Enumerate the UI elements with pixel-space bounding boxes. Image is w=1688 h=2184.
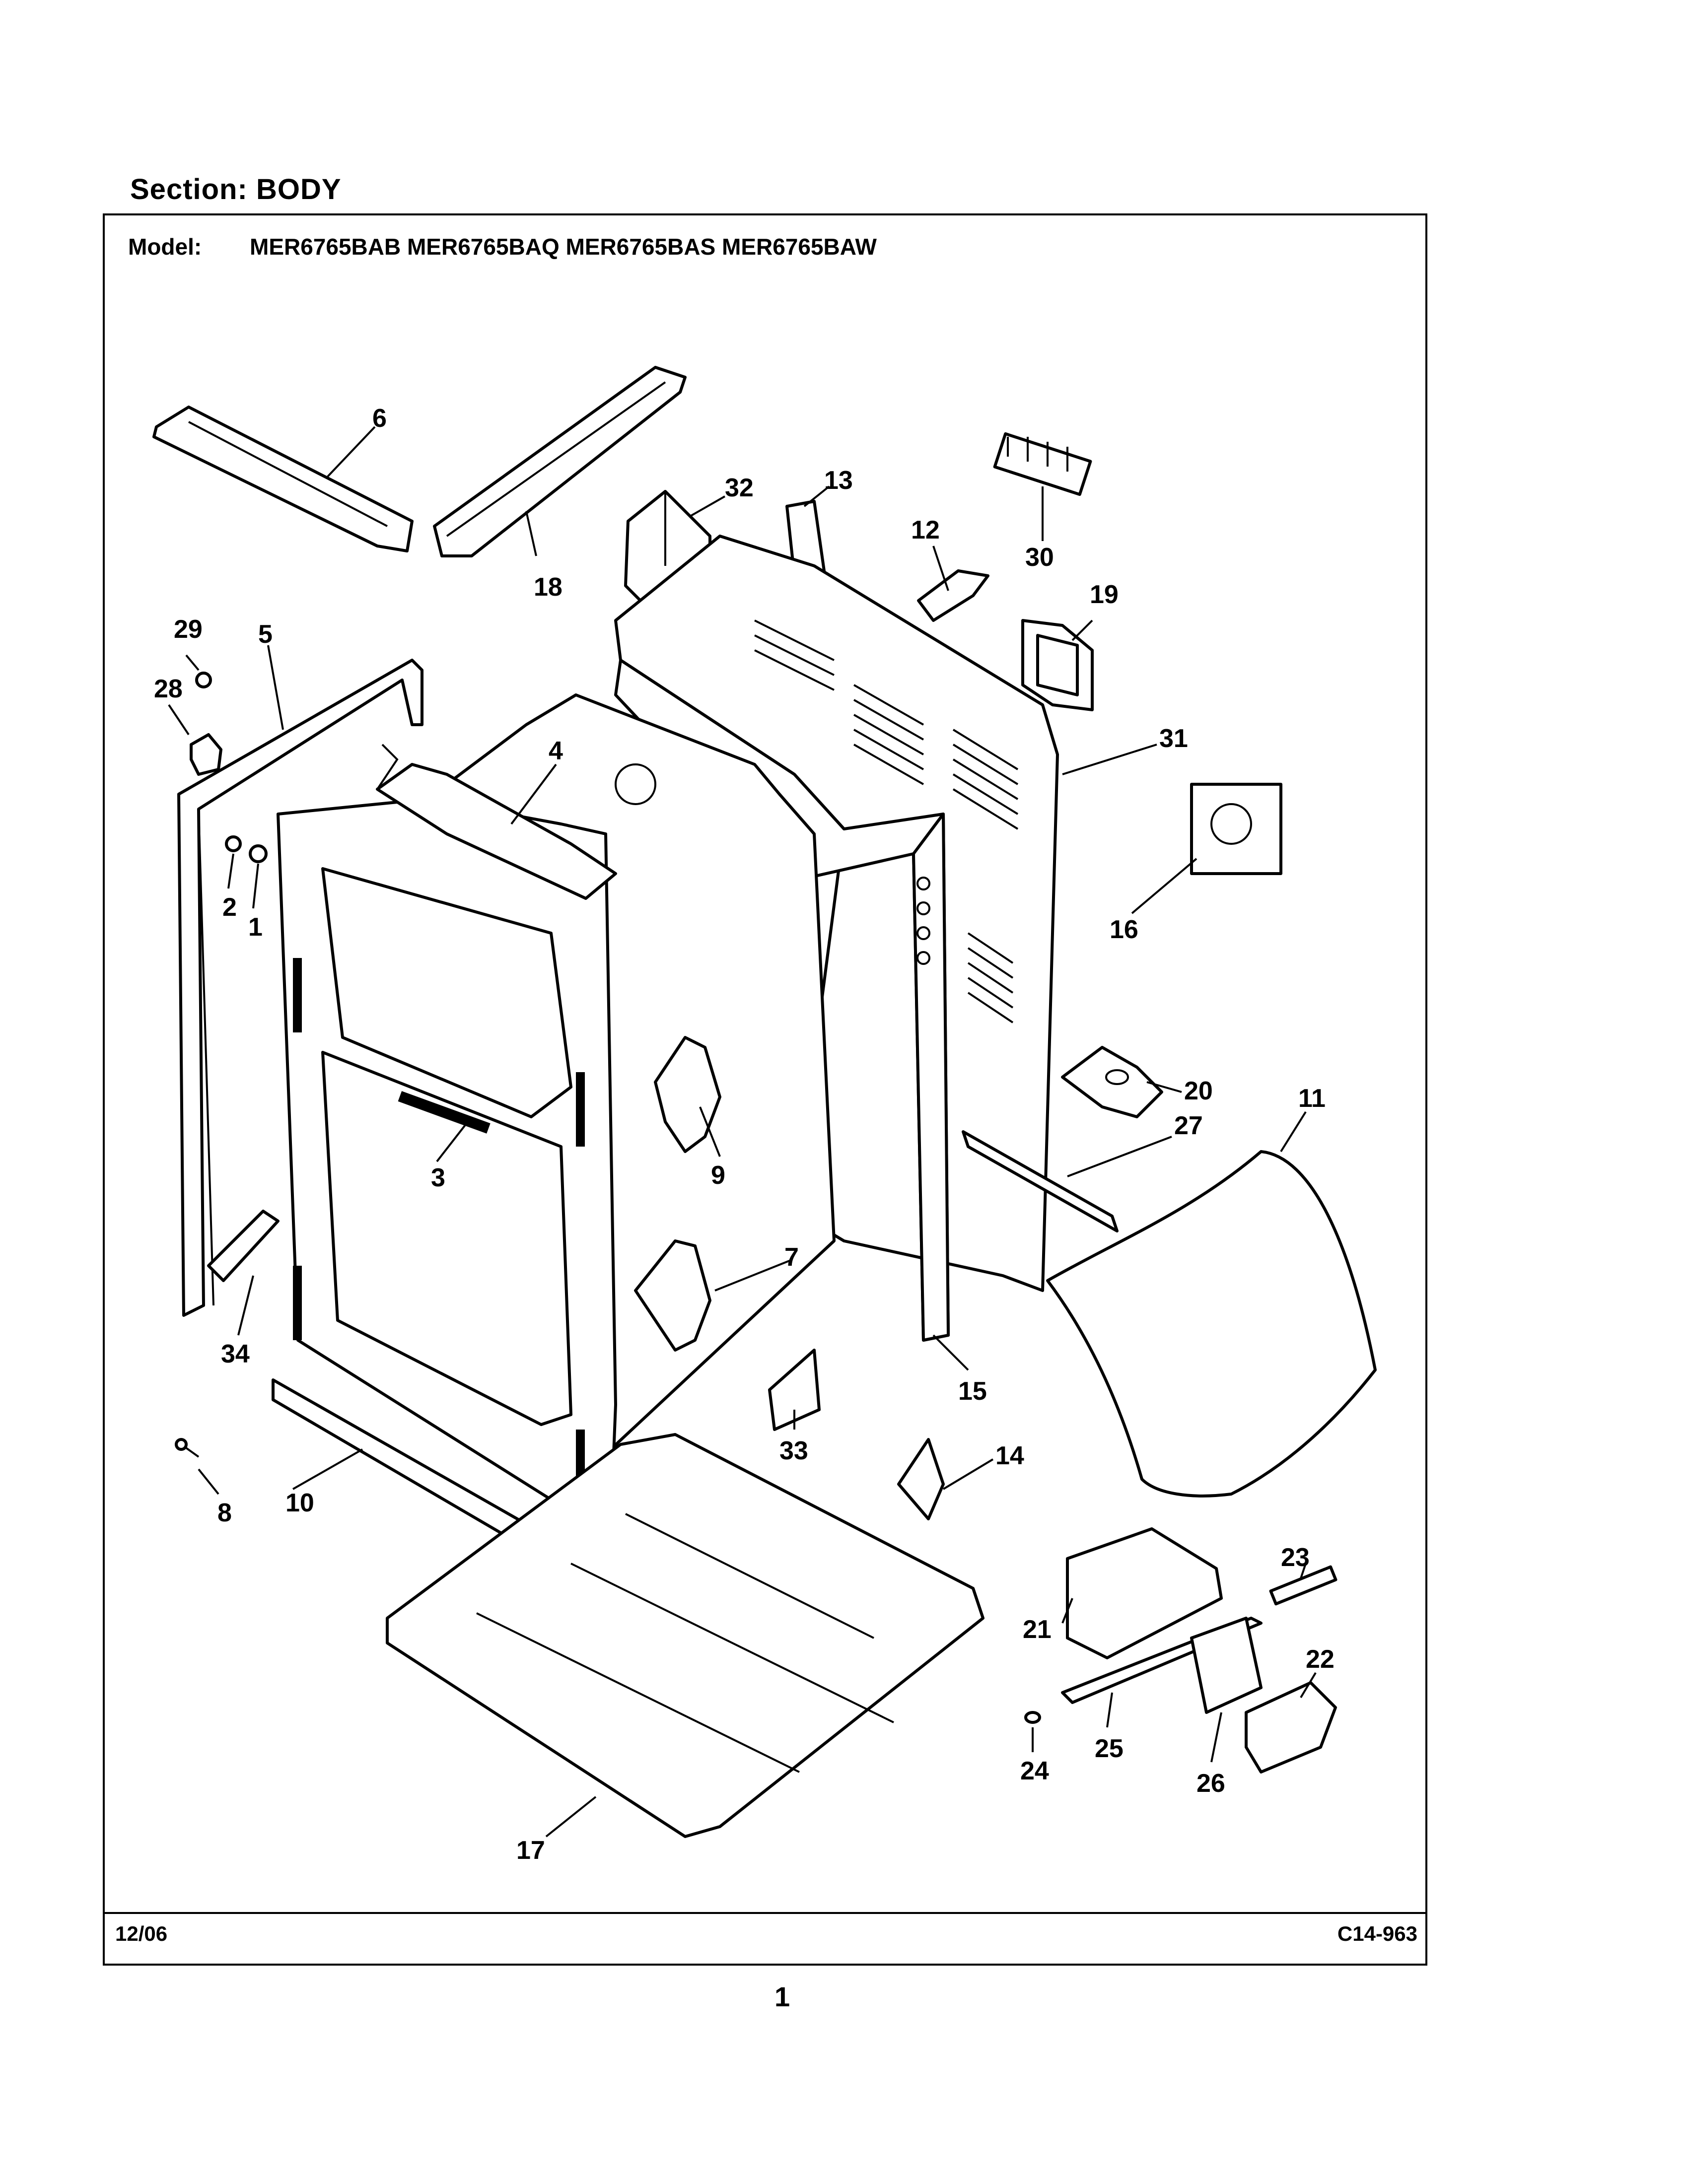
footer-date: 12/06 [115, 1922, 168, 1945]
part-18-top-channel [433, 366, 687, 557]
model-label: Model: [128, 234, 202, 260]
callout-29: 29 [174, 615, 203, 644]
callout-labels: 6 18 32 13 12 30 19 31 16 20 27 11 4 5 2… [154, 404, 1335, 1865]
callout-15: 15 [958, 1377, 987, 1406]
callout-27: 27 [1174, 1111, 1203, 1140]
callout-7: 7 [784, 1243, 799, 1272]
callout-5: 5 [258, 620, 273, 649]
part-11-insulation [1046, 1150, 1377, 1498]
model-numbers: MER6765BAB MER6765BAQ MER6765BAS MER6765… [250, 234, 877, 260]
callout-4: 4 [549, 737, 563, 765]
part-9-hinge [654, 1036, 721, 1153]
callout-23: 23 [1281, 1543, 1310, 1572]
part-7-hinge [634, 1239, 711, 1352]
callout-11: 11 [1298, 1084, 1326, 1113]
callout-2: 2 [222, 893, 237, 922]
callout-34: 34 [221, 1340, 250, 1368]
callout-19: 19 [1090, 580, 1119, 609]
model-line: Model: MER6765BAB MER6765BAQ MER6765BAS M… [128, 233, 877, 260]
callout-16: 16 [1110, 915, 1138, 944]
part-14-bracket [897, 1438, 945, 1520]
callout-12: 12 [911, 516, 940, 545]
callout-33: 33 [779, 1436, 808, 1465]
callout-6: 6 [372, 404, 387, 433]
section-title: Section: BODY [130, 173, 342, 206]
callout-24: 24 [1020, 1757, 1049, 1785]
diagram-frame [103, 213, 1427, 1966]
part-27-strip [962, 1130, 1119, 1232]
part-24-clip [1024, 1711, 1041, 1724]
part-21-latch-bracket [1066, 1527, 1223, 1659]
part-33-bracket [768, 1349, 821, 1431]
part-30-terminal-block [993, 432, 1092, 496]
part-28-clip [190, 733, 222, 776]
callout-25: 25 [1095, 1734, 1124, 1763]
callout-10: 10 [285, 1489, 314, 1517]
part-12-bracket [917, 569, 989, 622]
part-26-plate [1190, 1617, 1263, 1714]
callout-13: 13 [824, 466, 853, 495]
leader-lines [168, 426, 1317, 1838]
callout-8: 8 [217, 1499, 232, 1527]
callout-30: 30 [1025, 543, 1054, 572]
callout-14: 14 [995, 1441, 1024, 1470]
callout-9: 9 [711, 1161, 725, 1190]
part-17-bottom-pan [386, 1433, 985, 1838]
footer-divider [103, 1912, 1427, 1914]
page-number: 1 [774, 1981, 790, 2012]
callout-21: 21 [1023, 1615, 1052, 1644]
part-16-switch-inset [1190, 783, 1282, 875]
callout-32: 32 [725, 474, 754, 502]
section-name: BODY [256, 173, 342, 205]
callout-3: 3 [431, 1163, 445, 1192]
callout-28: 28 [154, 675, 183, 703]
part-23-spring [1269, 1565, 1337, 1606]
part-29-screw [195, 672, 212, 688]
callout-1: 1 [248, 913, 263, 942]
part-34-trim-bar [207, 1210, 280, 1282]
callout-31: 31 [1159, 724, 1188, 753]
part-20-bracket [1061, 1046, 1163, 1118]
callout-17: 17 [516, 1836, 545, 1865]
callout-20: 20 [1184, 1077, 1213, 1105]
part-19-frame [1021, 619, 1094, 711]
callout-18: 18 [534, 573, 563, 602]
section-label: Section: [130, 173, 248, 205]
callout-26: 26 [1196, 1769, 1225, 1798]
part-4-top-bracket [376, 744, 617, 900]
part-6-top-trim [152, 406, 414, 552]
oven-cavity [277, 693, 836, 1530]
part-22-switch [1245, 1681, 1337, 1774]
part-1-2-fasteners [225, 835, 268, 863]
part-8-screw [175, 1438, 200, 1458]
callout-22: 22 [1306, 1645, 1335, 1674]
part-5-side-trim [177, 659, 423, 1317]
footer-code: C14-963 [1337, 1922, 1417, 1945]
